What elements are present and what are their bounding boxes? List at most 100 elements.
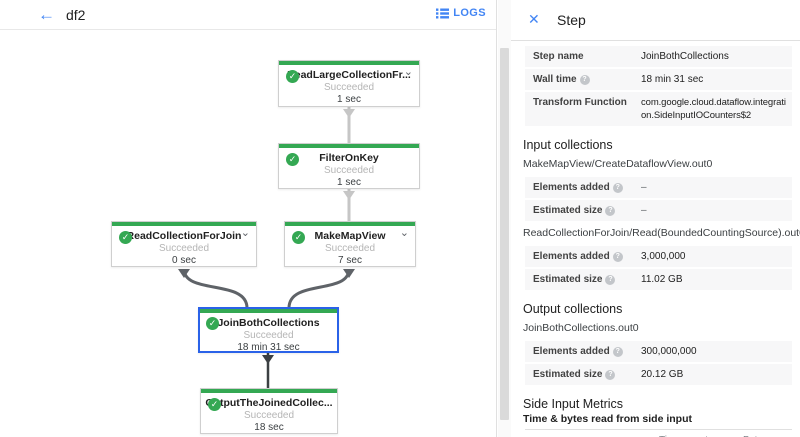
help-icon[interactable]: ? — [605, 206, 616, 216]
step-summary-table: Step name JoinBothCollections Wall time?… — [525, 46, 792, 126]
graph-node-filteronkey[interactable]: ✓ FilterOnKey Succeeded 1 sec — [278, 143, 420, 189]
chevron-down-icon[interactable]: ⌄ — [399, 227, 409, 239]
side-input-metrics-table: Side input collection Time spent reading… — [525, 429, 792, 437]
node-status-bar — [285, 222, 415, 226]
help-icon[interactable]: ? — [605, 275, 616, 285]
chevron-down-icon[interactable]: ⌄ — [240, 227, 250, 239]
back-arrow-icon[interactable]: ← — [38, 5, 55, 24]
kv-label: Estimated size? — [533, 273, 641, 286]
kv-label: Transform Function — [533, 97, 627, 108]
kv-value: JoinBothCollections — [641, 51, 729, 62]
side-input-metrics-subheading: Time & bytes read from side input — [523, 413, 693, 425]
kv-value: com.google.cloud.dataflow.integration.Si… — [641, 97, 786, 121]
kv-row-step-name: Step name JoinBothCollections — [525, 46, 792, 67]
collection-name: MakeMapView/CreateDataflowView.out0 — [523, 158, 713, 170]
success-check-icon: ✓ — [208, 398, 221, 411]
job-graph: ✓ ⌄ ReadLargeCollectionFr... Succeeded 1… — [0, 31, 496, 437]
kv-row-elements-added: Elements added? – — [525, 177, 792, 198]
input-collections-heading: Input collections — [523, 138, 613, 152]
kv-value: – — [641, 182, 647, 193]
table-header-row: Side input collection Time spent reading… — [525, 429, 792, 437]
node-time: 1 sec — [337, 177, 361, 188]
help-icon[interactable]: ? — [612, 347, 623, 357]
node-status: Succeeded — [323, 82, 375, 93]
help-icon[interactable]: ? — [612, 252, 623, 262]
success-check-icon: ✓ — [119, 231, 132, 244]
node-title: ReadCollectionForJoin — [126, 230, 242, 242]
output-collections-heading: Output collections — [523, 302, 623, 316]
node-title: FilterOnKey — [319, 152, 379, 164]
node-status-bar — [200, 309, 337, 313]
node-time: 1 sec — [337, 94, 361, 105]
node-status: Succeeded — [243, 330, 294, 341]
help-icon[interactable]: ? — [612, 183, 623, 193]
kv-row-elements-added: Elements added? 3,000,000 — [525, 246, 792, 267]
side-input-metrics-heading: Side Input Metrics — [523, 397, 624, 411]
kv-label: Elements added? — [533, 345, 641, 358]
kv-label: Elements added? — [533, 181, 641, 194]
job-title: df2 — [66, 7, 86, 23]
graph-node-outputthejoinedcollection[interactable]: ✓ OutputTheJoinedCollec... Succeeded 18 … — [200, 388, 338, 434]
success-check-icon: ✓ — [206, 317, 219, 330]
success-check-icon: ✓ — [286, 70, 299, 83]
kv-label: Step name — [533, 51, 584, 62]
success-check-icon: ✓ — [292, 231, 305, 244]
node-time: 7 sec — [338, 255, 362, 266]
kv-label: Wall time? — [533, 73, 641, 86]
node-status-bar — [279, 61, 419, 65]
node-status: Succeeded — [323, 165, 375, 176]
kv-value: 3,000,000 — [641, 251, 686, 262]
collection-metrics: Elements added? – Estimated size? – — [525, 177, 792, 221]
kv-label: Elements added? — [533, 250, 641, 263]
kv-row-wall-time: Wall time? 18 min 31 sec — [525, 69, 792, 90]
node-status-bar — [201, 389, 337, 393]
help-icon[interactable]: ? — [605, 370, 616, 380]
kv-value: 11.02 GB — [641, 274, 683, 285]
collection-metrics: Elements added? 300,000,000 Estimated si… — [525, 341, 792, 385]
collection-metrics: Elements added? 3,000,000 Estimated size… — [525, 246, 792, 290]
collection-name: ReadCollectionForJoin/Read(BoundedCounti… — [523, 227, 800, 239]
node-status-bar — [112, 222, 256, 226]
node-status: Succeeded — [158, 243, 210, 254]
graph-node-makemapview[interactable]: ✓ ⌄ MakeMapView Succeeded 7 sec — [284, 221, 416, 267]
graph-panel: ← df2 LOGS — [0, 0, 497, 437]
kv-row-transform-function: Transform Function com.google.cloud.data… — [525, 92, 792, 126]
node-status: Succeeded — [324, 243, 376, 254]
help-icon[interactable]: ? — [579, 75, 590, 85]
success-check-icon: ✓ — [286, 153, 299, 166]
col-bytes-read: Bytes read — [741, 429, 792, 437]
logs-button[interactable]: LOGS — [436, 7, 486, 19]
graph-node-readlargecollection[interactable]: ✓ ⌄ ReadLargeCollectionFr... Succeeded 1… — [278, 60, 420, 107]
panel-title: Step — [557, 12, 586, 28]
node-title: MakeMapView — [314, 230, 386, 242]
node-title: ReadLargeCollectionFr... — [287, 69, 411, 81]
kv-value: 300,000,000 — [641, 346, 697, 357]
graph-edges — [178, 107, 355, 388]
graph-node-readcollectionforjoin[interactable]: ✓ ⌄ ReadCollectionForJoin Succeeded 0 se… — [111, 221, 257, 267]
kv-row-estimated-size: Estimated size? 11.02 GB — [525, 269, 792, 290]
scrollbar-thumb[interactable] — [500, 48, 509, 420]
kv-value: – — [641, 205, 647, 216]
kv-value: 18 min 31 sec — [641, 74, 704, 85]
chevron-down-icon[interactable]: ⌄ — [403, 66, 413, 78]
kv-row-estimated-size: Estimated size? 20.12 GB — [525, 364, 792, 385]
job-header: ← df2 LOGS — [0, 0, 496, 30]
collection-name: JoinBothCollections.out0 — [523, 322, 639, 334]
kv-row-estimated-size: Estimated size? – — [525, 200, 792, 221]
logs-button-label: LOGS — [453, 7, 486, 19]
panel-scrollbar[interactable] — [498, 0, 511, 437]
node-status: Succeeded — [243, 410, 295, 421]
kv-row-elements-added: Elements added? 300,000,000 — [525, 341, 792, 362]
node-time: 18 min 31 sec — [237, 342, 300, 353]
node-status-bar — [279, 144, 419, 148]
node-time: 0 sec — [172, 255, 196, 266]
toc-icon — [436, 8, 450, 18]
step-details-panel: ✕ Step Step name JoinBothCollections Wal… — [511, 0, 800, 437]
node-title: OutputTheJoinedCollec... — [205, 397, 333, 409]
col-side-input-collection: Side input collection — [525, 429, 657, 437]
close-icon[interactable]: ✕ — [528, 11, 540, 27]
graph-node-joinbothcollections[interactable]: ✓ JoinBothCollections Succeeded 18 min 3… — [198, 307, 339, 353]
node-time: 18 sec — [254, 422, 284, 433]
kv-label: Estimated size? — [533, 204, 641, 217]
